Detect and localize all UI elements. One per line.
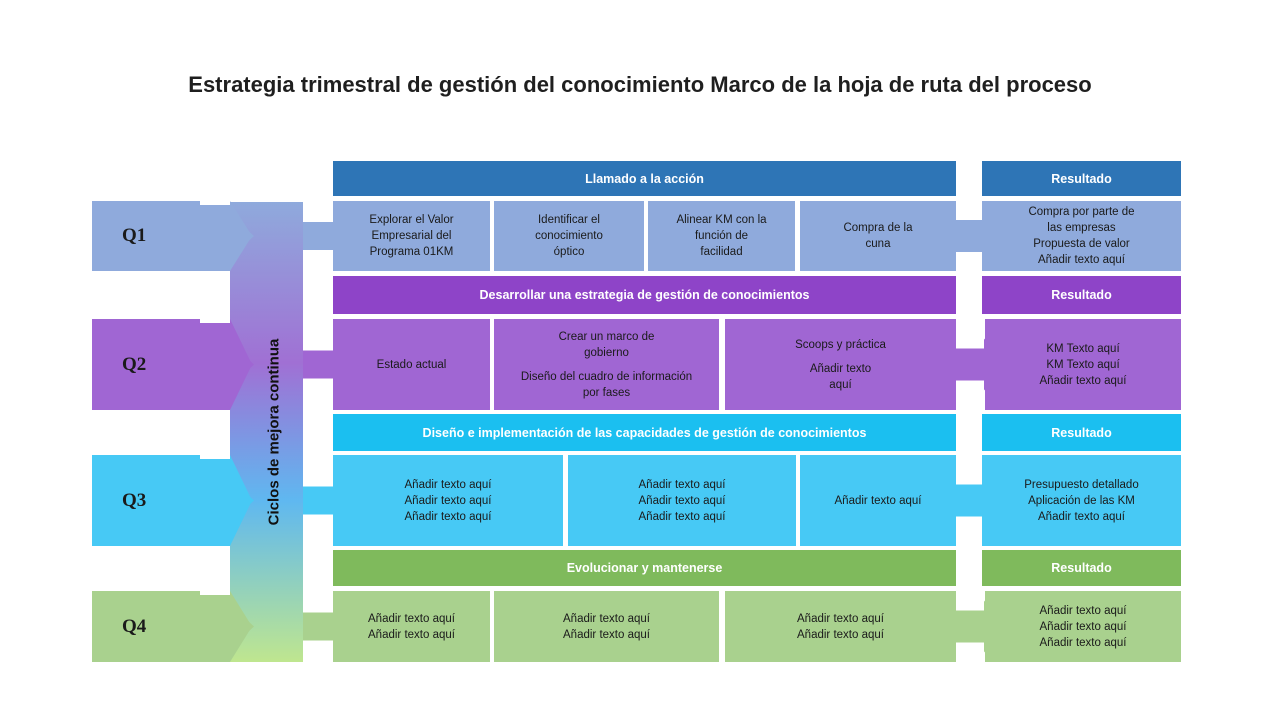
- bar-arrow: [200, 604, 254, 649]
- cell-text: por fases: [582, 386, 631, 399]
- cell-text: Añadir texto aquí: [368, 628, 455, 641]
- quarter-label-q2: Q2: [122, 353, 147, 375]
- cell-text: Aplicación de las KM: [1028, 494, 1135, 507]
- cell-text: Diseño del cuadro de información: [520, 370, 693, 383]
- cell-text: Añadir texto aquí: [1038, 510, 1125, 523]
- row-header-q3: Diseño e implementación de las capacidad…: [333, 414, 956, 451]
- cell-text: Añadir texto aquí: [797, 612, 884, 625]
- cell-text: Añadir texto aquí: [404, 478, 492, 491]
- cell-text: Presupuesto detallado: [1024, 478, 1139, 491]
- bar-arrow: [200, 478, 254, 523]
- cell-text: Añadir texto aquí: [638, 478, 726, 491]
- bar-arrow: [200, 342, 254, 387]
- cell-text: Propuesta de valor: [1033, 238, 1130, 250]
- quarter-block: [92, 455, 252, 546]
- cell-text: Añadir texto aquí: [638, 494, 726, 507]
- cell-text: gobierno: [584, 346, 629, 359]
- cell-text: Crear un marco de: [558, 330, 655, 343]
- row-header-q2: Desarrollar una estrategia de gestión de…: [333, 276, 956, 314]
- quarter-label-q3: Q3: [122, 489, 147, 511]
- cell-text: Añadir texto aquí: [1039, 374, 1127, 387]
- cell-text: facilidad: [700, 246, 743, 258]
- page-title: Estrategia trimestral de gestión del con…: [188, 72, 1092, 97]
- cell-text: KM Texto aquí: [1046, 342, 1120, 355]
- cell-text: Añadir texto aquí: [638, 510, 726, 523]
- cell-text: Explorar el Valor: [369, 214, 454, 226]
- content-cell: Alinear KM con la función de facilidad: [648, 201, 795, 271]
- result-header-q4: Resultado: [982, 550, 1181, 586]
- cell-text: Añadir texto aquí: [1038, 254, 1125, 266]
- cell-text: Añadir texto aquí: [563, 628, 650, 641]
- quarter-arrow-q2: [92, 319, 357, 410]
- result-header-q3: Resultado: [982, 414, 1181, 451]
- cell-text: Programa 01KM: [369, 246, 454, 258]
- cell-text: función de: [694, 230, 749, 242]
- cell-text: Compra por parte de: [1028, 206, 1135, 218]
- cell-text: Estado actual: [376, 358, 447, 371]
- quarter-arrow-q4: [92, 591, 357, 662]
- quarter-block: [92, 201, 252, 271]
- cell-text: óptico: [553, 246, 585, 258]
- cell-text: Empresarial del: [371, 230, 452, 242]
- quarter-label-q4: Q4: [122, 615, 147, 637]
- quarter-label-q1: Q1: [122, 225, 147, 246]
- cell-text: aquí: [829, 378, 852, 391]
- cell-text: Añadir texto aquí: [1039, 604, 1127, 617]
- cell-text: Añadir texto aquí: [797, 628, 884, 641]
- cell-text: Añadir texto aquí: [1039, 620, 1127, 633]
- row-header-q4: Evolucionar y mantenerse: [333, 550, 956, 586]
- result-header-q1: Resultado: [982, 161, 1181, 196]
- cell-text: Alinear KM con la: [676, 214, 767, 226]
- cell-text: KM Texto aquí: [1046, 358, 1120, 371]
- quarter-arrow-q1: [92, 201, 357, 271]
- cell-text: las empresas: [1047, 222, 1116, 234]
- cell-text: Añadir texto aquí: [404, 510, 492, 523]
- bar-arrow: [200, 214, 254, 258]
- cell-text: Añadir texto aquí: [1039, 636, 1127, 649]
- content-cell: Añadir texto aquí: [800, 455, 956, 546]
- cell-text: Añadir texto aquí: [368, 612, 455, 625]
- cell-text: Añadir texto: [809, 362, 872, 375]
- row-header-q1: Llamado a la acción: [333, 161, 956, 196]
- quarter-block: [92, 319, 252, 410]
- cell-text: Scoops y práctica: [795, 338, 886, 351]
- content-cell: Identificar el conocimiento óptico: [494, 201, 644, 271]
- cell-text: Añadir texto aquí: [563, 612, 650, 625]
- cell-text: Identificar el: [537, 214, 600, 226]
- cell-text: Añadir texto aquí: [404, 494, 492, 507]
- quarter-block: [92, 591, 252, 662]
- cell-text: cuna: [865, 238, 891, 250]
- content-cell: Compra de la cuna: [800, 201, 956, 271]
- quarter-arrow-q3: [92, 455, 357, 546]
- cell-text: Compra de la: [843, 222, 913, 234]
- result-header-q2: Resultado: [982, 276, 1181, 314]
- cell-text: Añadir texto aquí: [834, 494, 922, 507]
- content-cell: Estado actual: [333, 319, 490, 410]
- cell-text: conocimiento: [535, 230, 603, 242]
